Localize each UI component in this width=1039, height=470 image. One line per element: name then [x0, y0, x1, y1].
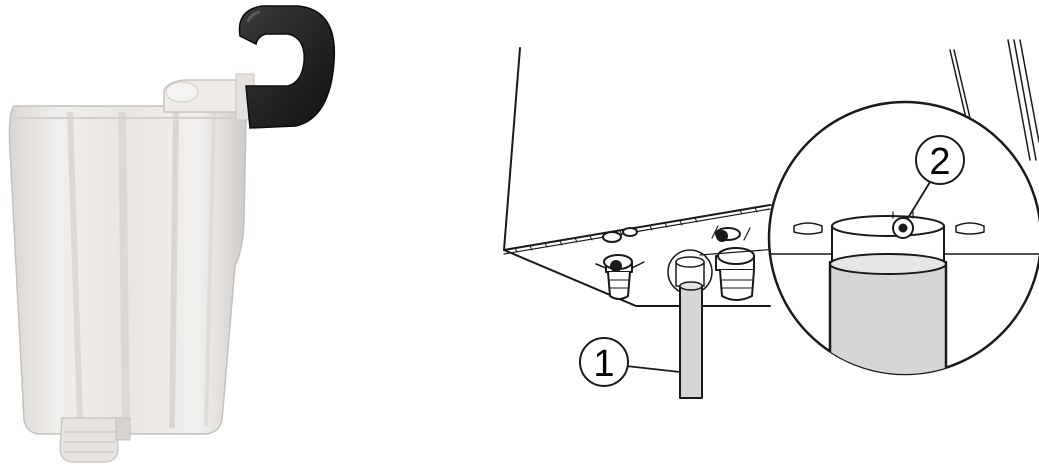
fitting-left	[595, 227, 645, 300]
callout-2: 2	[915, 135, 965, 185]
boiler-underside-drawing	[503, 39, 1039, 399]
condensate-pipe	[679, 281, 703, 399]
callout-1-label: 1	[593, 343, 614, 385]
fitting-right	[711, 225, 755, 301]
leader-line-2	[907, 181, 931, 219]
callout-1: 1	[579, 337, 629, 387]
callout-2-label: 2	[929, 141, 950, 183]
black-hose	[238, 5, 336, 129]
condensate-trap-photo	[8, 5, 336, 463]
leader-line-1	[625, 365, 681, 373]
trap-outlet	[59, 417, 119, 463]
screw-2	[892, 211, 914, 239]
